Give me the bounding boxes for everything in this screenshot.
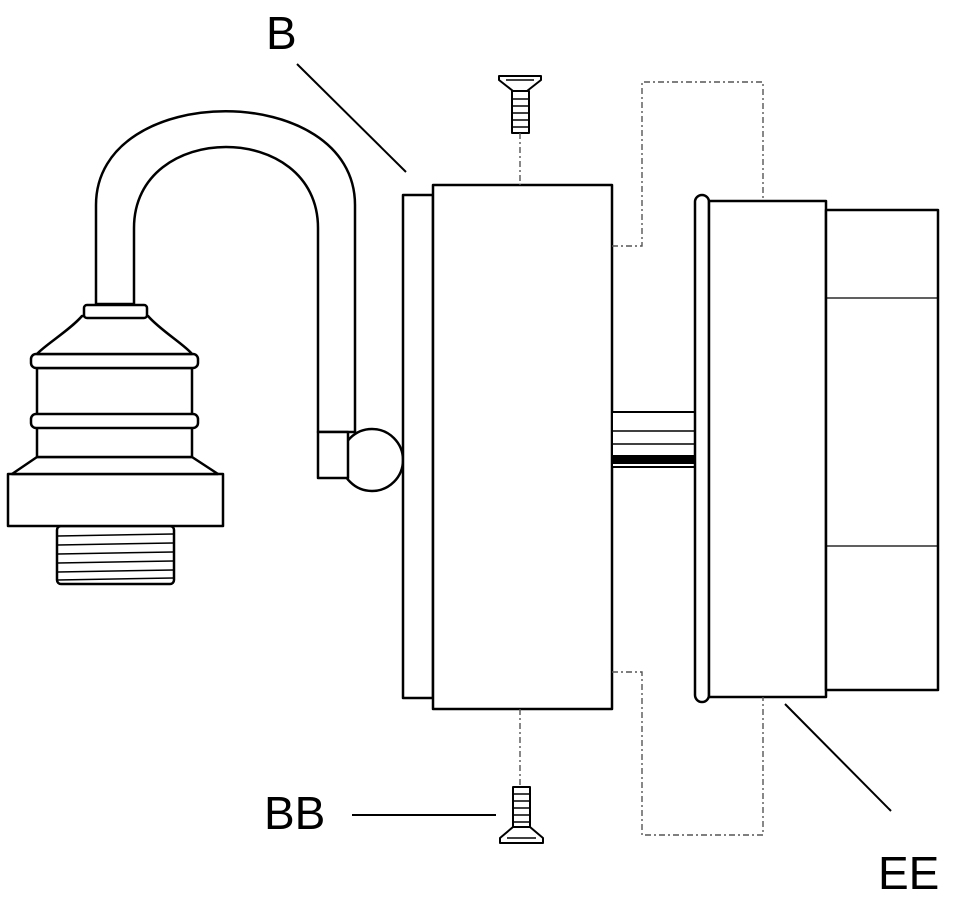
socket-ring-lower <box>29 412 200 430</box>
lower-assembly-guide <box>612 671 764 836</box>
socket-lower-collar <box>6 472 225 528</box>
arm-elbow-stub <box>316 430 350 480</box>
backplate-b-lip <box>401 193 435 700</box>
screw-top-thread <box>512 98 529 128</box>
lamp-socket <box>6 303 225 586</box>
leader-ee <box>784 703 892 812</box>
socket-cap <box>35 314 194 356</box>
canopy-ee-body <box>824 208 940 692</box>
socket-top-nipple <box>82 303 149 320</box>
socket-thread-lines <box>57 533 174 581</box>
screw-bb-shank <box>512 786 531 828</box>
arm-ball-joint <box>339 427 405 493</box>
canopy-ee-flange <box>693 193 711 704</box>
callout-bb: BB <box>264 787 326 839</box>
screw-bb-thread <box>513 793 530 823</box>
canopy-ee-rim <box>707 199 828 699</box>
socket-ring-upper <box>29 352 200 370</box>
screw-bb-head <box>499 826 544 844</box>
screw-top-head <box>498 75 542 92</box>
backplate-b <box>431 183 614 711</box>
leader-b <box>296 63 407 173</box>
screw-bb <box>499 786 544 844</box>
callout-b: B <box>266 7 297 59</box>
socket-flare <box>10 455 220 476</box>
upper-assembly-guide <box>612 81 764 247</box>
socket-body <box>35 366 194 459</box>
connector-rod-band <box>612 455 695 464</box>
gooseneck-arm <box>94 110 357 434</box>
callout-ee: EE <box>878 847 940 899</box>
screw-top <box>498 75 542 134</box>
